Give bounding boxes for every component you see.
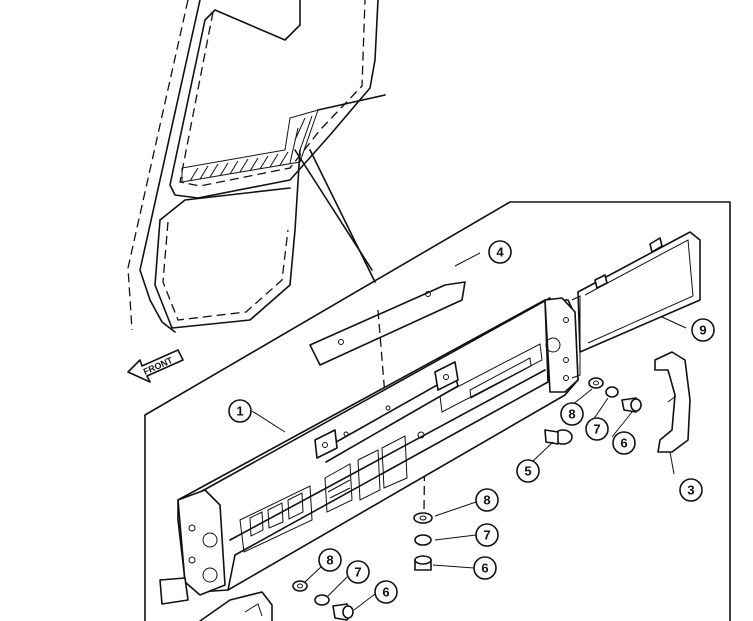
centerline-upper <box>377 309 387 409</box>
callout-7c: 7 <box>346 560 370 584</box>
callout-6a-label: 6 <box>620 436 627 451</box>
callout-9: 9 <box>691 318 715 342</box>
callout-6b-label: 6 <box>481 561 488 576</box>
washer-set-right <box>588 377 642 413</box>
callout-8a: 8 <box>560 402 584 426</box>
lower-mount-plate <box>199 591 273 621</box>
callout-3-label: 3 <box>687 483 694 498</box>
callout-5: 5 <box>516 459 540 483</box>
assembly-box-outline <box>144 201 731 621</box>
callout-8b-label: 8 <box>483 493 490 508</box>
callout-7a-label: 7 <box>593 422 600 437</box>
callout-6a: 6 <box>612 431 636 455</box>
hatched-sill <box>181 109 319 183</box>
part-3-hook <box>654 351 691 453</box>
callout-8a-label: 8 <box>568 407 575 422</box>
callout-7b: 7 <box>475 523 499 547</box>
cab-door-frame <box>127 0 386 333</box>
part-4-strip <box>309 281 466 366</box>
callout-1-label: 1 <box>236 404 243 419</box>
lower-mount-boss <box>244 603 263 617</box>
part-1-console <box>159 297 579 605</box>
callout-1: 1 <box>228 399 252 423</box>
callout-8b: 8 <box>475 488 499 512</box>
callout-8c: 8 <box>318 548 342 572</box>
callout-6c: 6 <box>374 580 398 604</box>
callout-9-label: 9 <box>699 323 706 338</box>
leader-lines <box>251 252 687 611</box>
washer-set-center <box>413 512 433 571</box>
callout-5-label: 5 <box>524 464 531 479</box>
part-5-screw <box>544 429 573 445</box>
callout-8c-label: 8 <box>326 553 333 568</box>
callout-3: 3 <box>679 478 703 502</box>
callout-6c-label: 6 <box>382 585 389 600</box>
callout-7a: 7 <box>585 417 609 441</box>
callout-4-label: 4 <box>496 245 504 260</box>
callout-6b: 6 <box>473 556 497 580</box>
callout-7c-label: 7 <box>354 565 361 580</box>
part-9-panel <box>571 231 701 379</box>
washer-set-left <box>292 580 354 621</box>
callout-4: 4 <box>488 240 512 264</box>
callout-7b-label: 7 <box>483 528 490 543</box>
front-direction-arrow: FRONT <box>127 349 184 383</box>
